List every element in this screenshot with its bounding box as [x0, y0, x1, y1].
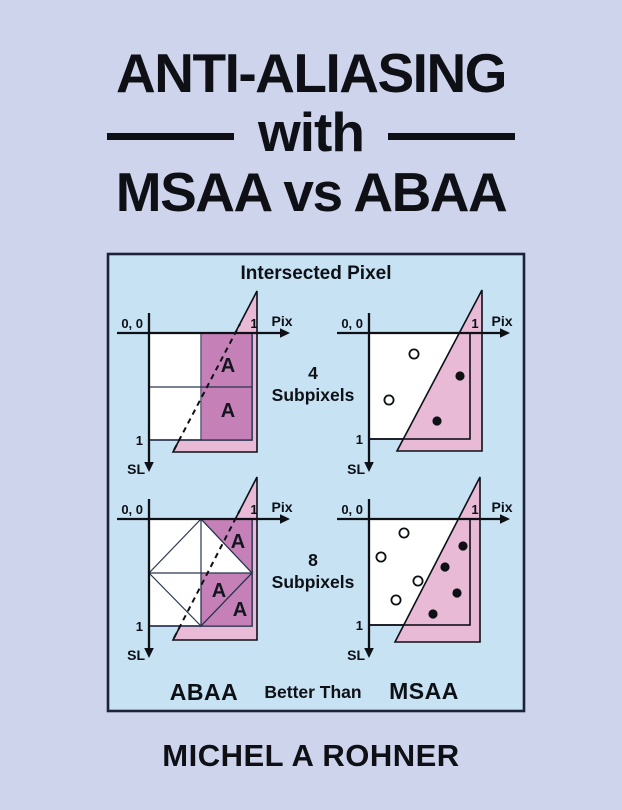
grid-diagonal [148, 518, 202, 574]
left-rule [107, 133, 234, 140]
y-axis-arrowhead [364, 648, 374, 658]
y-tick-label: 1 [356, 432, 363, 447]
sample-covered [432, 416, 442, 426]
y-axis-arrowhead [144, 648, 154, 658]
x-axis-name: Pix [491, 313, 512, 329]
primitive-triangle [395, 289, 483, 452]
diagram-abaa-8: A A A 0, 0 Pix 1 1 SL [117, 476, 293, 663]
sample-covered [428, 609, 438, 619]
y-axis-arrowhead [144, 462, 154, 472]
title-line-3: MSAA vs ABAA [115, 161, 508, 223]
sample-covered [440, 562, 450, 572]
origin-label: 0, 0 [341, 316, 363, 331]
sample-covered [455, 371, 465, 381]
sample-uncovered [398, 527, 410, 539]
footer-msaa-label: MSAA [389, 678, 459, 704]
x-tick-label: 1 [471, 502, 478, 517]
x-tick-label: 1 [471, 316, 478, 331]
grid-diagonal [200, 572, 253, 627]
origin-label: 0, 0 [121, 316, 143, 331]
axes: 0, 0 Pix 1 1 SL [337, 313, 513, 477]
diagram-abaa-4: A A 0, 0 Pix 1 1 SL [117, 290, 293, 477]
diagram-msaa-4: 0, 0 Pix 1 1 SL [337, 289, 513, 477]
x-axis-name: Pix [271, 313, 292, 329]
y-tick-label: 1 [356, 618, 363, 633]
title-connector: with [258, 101, 365, 163]
grid-diagonal [148, 572, 202, 627]
origin-label: 0, 0 [121, 502, 143, 517]
subpixel-word-4: Subpixels [272, 385, 355, 405]
axes: 0, 0 Pix 1 1 SL [117, 313, 293, 477]
edge-dashed-line [173, 323, 241, 451]
subpixel-count-4: 4 [308, 363, 318, 383]
sample-covered [458, 541, 468, 551]
y-axis-name: SL [127, 461, 145, 477]
x-axis-arrowhead [280, 514, 290, 524]
subpixel-count-8: 8 [308, 550, 318, 570]
x-axis-arrowhead [280, 328, 290, 338]
y-tick-label: 1 [136, 619, 143, 634]
panel-title: Intersected Pixel [240, 263, 391, 284]
grid-diagonal [200, 518, 253, 574]
footer-comparison-label: Better Than [264, 682, 361, 702]
author-name: MICHEL A ROHNER [162, 738, 460, 773]
x-tick-label: 1 [250, 502, 257, 517]
area-label: A [231, 531, 245, 553]
y-axis-name: SL [347, 461, 365, 477]
x-tick-label: 1 [250, 316, 257, 331]
sample-uncovered [390, 594, 402, 606]
sample-covered [452, 588, 462, 598]
right-rule [387, 133, 515, 140]
edge-dashed-line [173, 509, 241, 639]
sample-uncovered [408, 348, 420, 360]
axes: 0, 0 Pix 1 1 SL [337, 499, 513, 663]
x-axis-arrowhead [500, 514, 510, 524]
subpixel-word-8: Subpixels [272, 572, 355, 592]
sample-uncovered [412, 575, 424, 587]
diagram-msaa-8: 0, 0 Pix 1 1 SL [337, 476, 513, 663]
area-label: A [221, 400, 235, 422]
area-label: A [212, 580, 226, 602]
y-axis-name: SL [347, 647, 365, 663]
y-tick-label: 1 [136, 433, 143, 448]
x-axis-name: Pix [491, 499, 512, 515]
origin-label: 0, 0 [341, 502, 363, 517]
sample-uncovered [375, 551, 387, 563]
y-axis-name: SL [127, 647, 145, 663]
sample-uncovered [383, 394, 395, 406]
area-label: A [221, 355, 235, 377]
title-line-1: ANTI-ALIASING [116, 42, 507, 104]
y-axis-arrowhead [364, 462, 374, 472]
footer-abaa-label: ABAA [170, 679, 238, 705]
title-line-2: with [0, 105, 622, 160]
area-label: A [233, 599, 247, 621]
x-axis-arrowhead [500, 328, 510, 338]
x-axis-name: Pix [271, 499, 292, 515]
axes: 0, 0 Pix 1 1 SL [117, 499, 293, 663]
